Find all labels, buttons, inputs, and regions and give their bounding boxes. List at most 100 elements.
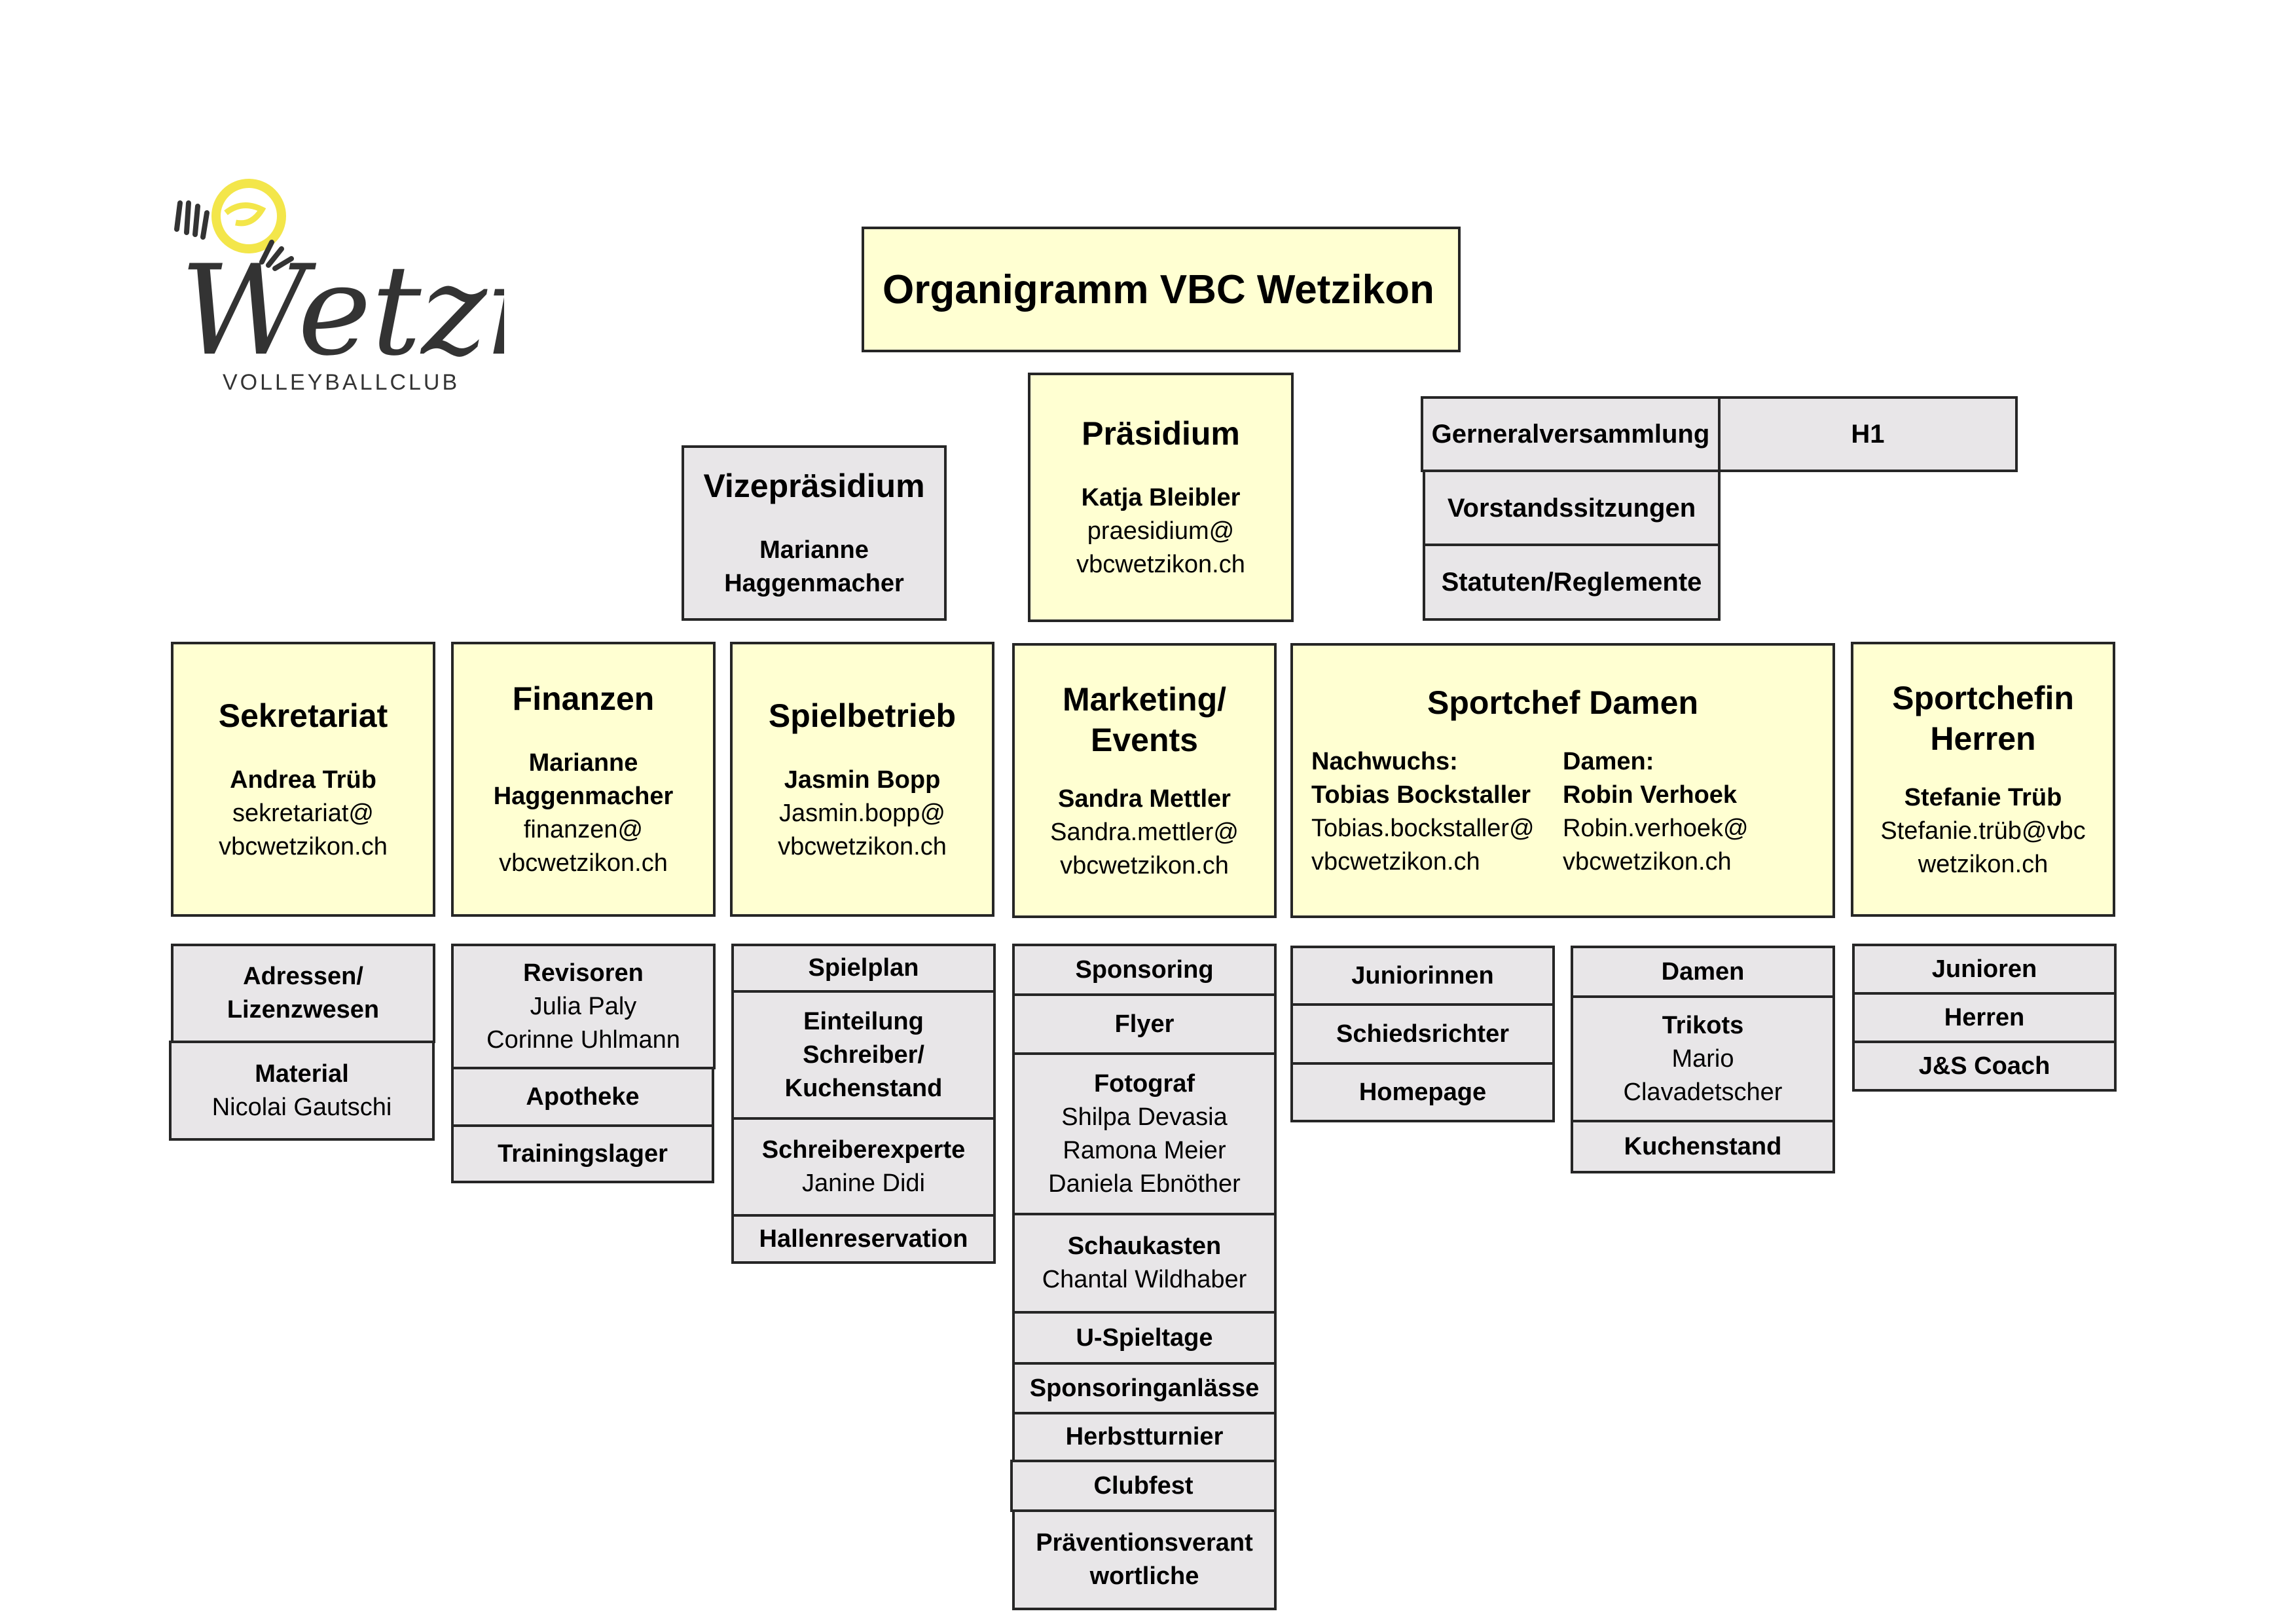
generalversammlung-box: Gerneralversammlung — [1421, 396, 1721, 472]
spielbetrieb-box: Spielbetrieb Jasmin Bopp Jasmin.bopp@ vb… — [730, 642, 994, 917]
spielplan-label: Spielplan — [808, 954, 919, 982]
sportchefin-herren-email-line2: wetzikon.ch — [1918, 850, 2049, 878]
praesidium-email-line1: praesidium@ — [1087, 517, 1235, 545]
praesidium-name: Katja Bleibler — [1081, 484, 1241, 511]
sponsoring-box: Sponsoring — [1012, 944, 1277, 996]
herbstturnier-box: Herbstturnier — [1012, 1412, 1277, 1462]
sportchef-damen-title: Sportchef Damen — [1427, 684, 1698, 721]
revisoren-box: Revisoren Julia Paly Corinne Uhlmann — [451, 944, 716, 1069]
trainingslager-label: Trainingslager — [498, 1139, 668, 1168]
apotheke-label: Apotheke — [526, 1082, 640, 1111]
sekretariat-box: Sekretariat Andrea Trüb sekretariat@ vbc… — [171, 642, 435, 917]
einteilung-line2: Schreiber/ — [803, 1041, 924, 1069]
vorstandssitzungen-label: Vorstandssitzungen — [1447, 493, 1696, 523]
nachwuchs-email-line2: vbcwetzikon.ch — [1311, 848, 1480, 876]
clubfest-label: Clubfest — [1093, 1471, 1194, 1500]
u-spieltage-box: U-Spieltage — [1012, 1311, 1277, 1365]
damen-team-label: Damen — [1661, 957, 1745, 986]
sekretariat-title: Sekretariat — [218, 697, 388, 734]
juniorinnen-label: Juniorinnen — [1351, 961, 1494, 989]
finanzen-box: Finanzen Marianne Haggenmacher finanzen@… — [451, 642, 716, 917]
trikots-box: Trikots Mario Clavadetscher — [1571, 995, 1835, 1122]
schiedsrichter-label: Schiedsrichter — [1336, 1020, 1509, 1048]
nachwuchs-email-line1: Tobias.bockstaller@ — [1311, 815, 1535, 842]
einteilung-box: Einteilung Schreiber/ Kuchenstand — [731, 990, 996, 1120]
praesidium-email-line2: vbcwetzikon.ch — [1076, 551, 1245, 578]
damen-label: Damen: — [1563, 748, 1654, 775]
herren-team-box: Herren — [1852, 992, 2117, 1043]
damen-name: Robin Verhoek — [1563, 781, 1738, 809]
spielplan-box: Spielplan — [731, 944, 996, 993]
statuten-box: Statuten/Reglemente — [1423, 544, 1721, 621]
hallenreservation-box: Hallenreservation — [731, 1214, 996, 1264]
marketing-email-line2: vbcwetzikon.ch — [1060, 851, 1229, 879]
herbstturnier-label: Herbstturnier — [1065, 1423, 1224, 1450]
page-title: Organigramm VBC Wetzikon — [883, 267, 1434, 312]
hallenreservation-label: Hallenreservation — [759, 1225, 968, 1253]
schiedsrichter-box: Schiedsrichter — [1290, 1003, 1555, 1065]
schreiberexperte-box: Schreiberexperte Janine Didi — [731, 1117, 996, 1217]
kuchenstand-label: Kuchenstand — [1624, 1132, 1782, 1160]
clubfest-box: Clubfest — [1010, 1460, 1277, 1512]
damen-email-line2: vbcwetzikon.ch — [1563, 848, 1732, 876]
herren-team-label: Herren — [1944, 1003, 2025, 1031]
finanzen-name-line1: Marianne — [528, 749, 638, 777]
junioren-box: Junioren — [1852, 944, 2117, 995]
nachwuchs-label: Nachwuchs: — [1311, 748, 1458, 775]
sekretariat-name: Andrea Trüb — [230, 766, 376, 794]
nachwuchs-name: Tobias Bockstaller — [1311, 781, 1531, 809]
sportchefin-herren-email-line1: Stefanie.trüb@vbc — [1880, 817, 2086, 845]
fotograf-box: Fotograf Shilpa Devasia Ramona Meier Dan… — [1012, 1052, 1277, 1215]
adressen-line1: Adressen/ — [243, 963, 363, 990]
marketing-name: Sandra Mettler — [1058, 784, 1231, 813]
material-box: Material Nicolai Gautschi — [169, 1041, 435, 1141]
damen-team-box: Damen — [1571, 946, 1835, 998]
adressen-line2: Lizenzwesen — [227, 996, 380, 1024]
schreiberexperte-label: Schreiberexperte — [761, 1136, 966, 1164]
trikots-name-line2: Clavadetscher — [1623, 1078, 1783, 1106]
js-coach-box: J&S Coach — [1852, 1041, 2117, 1092]
h1-label: H1 — [1851, 420, 1885, 449]
material-label: Material — [255, 1060, 349, 1088]
marketing-title-line1: Marketing/ — [1062, 680, 1227, 718]
sportchefin-herren-title-line1: Sportchefin — [1892, 679, 2074, 716]
page-title-box: Organigramm VBC Wetzikon — [862, 227, 1461, 352]
sportchefin-herren-title-line2: Herren — [1930, 720, 2036, 757]
praesidium-title: Präsidium — [1082, 415, 1240, 452]
homepage-label: Homepage — [1358, 1078, 1487, 1106]
schreiberexperte-name: Janine Didi — [802, 1170, 925, 1197]
flyer-label: Flyer — [1114, 1010, 1175, 1038]
vbc-wetzikon-logo: Wetzikon VOLLEYBALLCLUB — [174, 179, 504, 395]
marketing-box: Marketing/ Events Sandra Mettler Sandra.… — [1012, 643, 1277, 918]
revisor-2: Corinne Uhlmann — [486, 1025, 680, 1054]
schaukasten-label: Schaukasten — [1067, 1232, 1222, 1260]
generalversammlung-label: Gerneralversammlung — [1431, 420, 1710, 449]
sponsoringanlaesse-box: Sponsoringanlässe — [1012, 1362, 1277, 1414]
flyer-box: Flyer — [1012, 993, 1277, 1055]
logo-wordmark: Wetzikon — [180, 238, 504, 383]
sponsoring-label: Sponsoring — [1075, 955, 1214, 984]
material-name: Nicolai Gautschi — [211, 1093, 392, 1121]
fotograf-3: Daniela Ebnöther — [1048, 1170, 1241, 1198]
sekretariat-email-line2: vbcwetzikon.ch — [219, 832, 388, 860]
schaukasten-box: Schaukasten Chantal Wildhaber — [1012, 1213, 1277, 1314]
finanzen-email-line1: finanzen@ — [523, 816, 644, 843]
sponsoringanlaesse-label: Sponsoringanlässe — [1029, 1374, 1260, 1402]
spielbetrieb-email-line1: Jasmin.bopp@ — [778, 799, 946, 827]
trainingslager-box: Trainingslager — [451, 1124, 714, 1183]
homepage-box: Homepage — [1290, 1062, 1555, 1122]
einteilung-line1: Einteilung — [803, 1007, 924, 1035]
junioren-label: Junioren — [1931, 955, 2037, 983]
sportchefin-herren-name: Stefanie Trüb — [1904, 783, 2062, 811]
logo-subtitle: VOLLEYBALLCLUB — [223, 370, 460, 395]
vizepraesidium-name-line2: Haggenmacher — [724, 570, 904, 597]
finanzen-name-line2: Haggenmacher — [493, 783, 674, 810]
spielbetrieb-name: Jasmin Bopp — [784, 766, 941, 794]
vizepraesidium-name-line1: Marianne — [759, 536, 869, 564]
marketing-title-line2: Events — [1091, 721, 1198, 758]
vizepraesidium-title: Vizepräsidium — [703, 468, 925, 504]
js-coach-label: J&S Coach — [1918, 1052, 2050, 1080]
revisor-1: Julia Paly — [530, 992, 637, 1020]
spielbetrieb-email-line2: vbcwetzikon.ch — [778, 832, 947, 860]
revisoren-label: Revisoren — [523, 959, 644, 987]
